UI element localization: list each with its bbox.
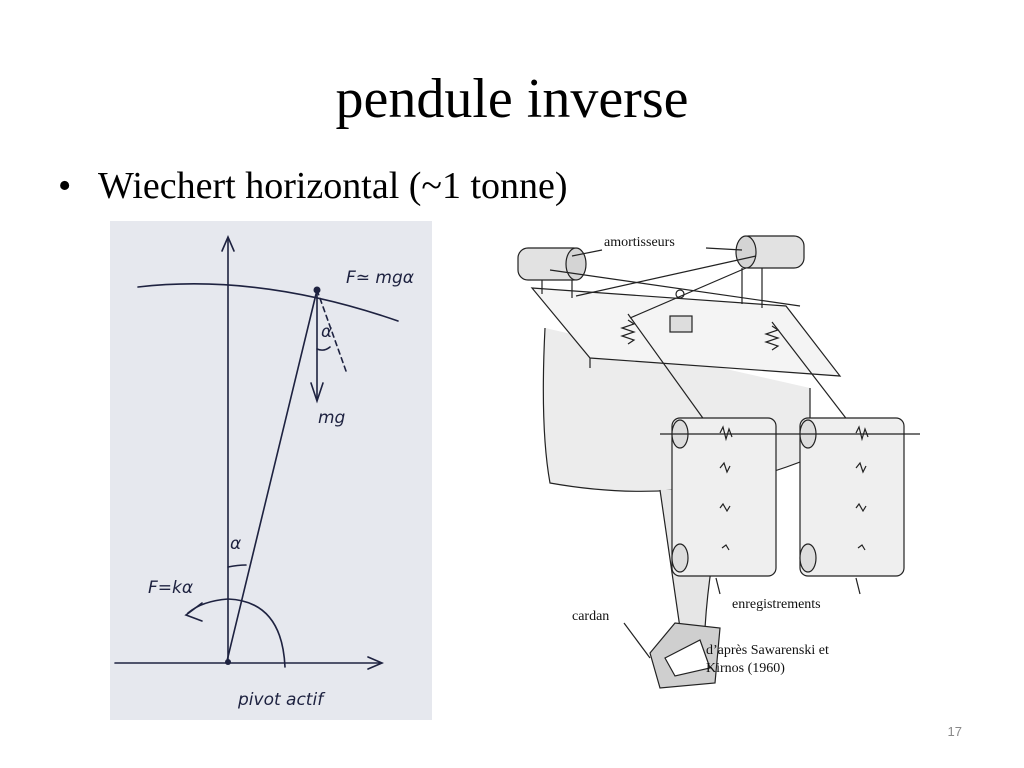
recordings-arrow bbox=[715, 577, 721, 595]
seismic-trace bbox=[719, 425, 733, 551]
pivot-label: pivot actif bbox=[237, 690, 326, 710]
gimbal-inner bbox=[664, 639, 711, 677]
weight-arrowhead bbox=[310, 382, 324, 404]
dampers-arrow bbox=[571, 249, 603, 257]
weight-label: mg bbox=[318, 408, 346, 428]
bullet-text: Wiechert horizontal (~1 tonne) bbox=[98, 165, 568, 207]
lever bbox=[627, 313, 711, 429]
seismograph-drawing: amortisseurs enregistrements cardan d’ap… bbox=[517, 235, 920, 689]
gimbal-label: cardan bbox=[572, 609, 609, 624]
spring-right bbox=[764, 325, 780, 351]
damper-left-end bbox=[565, 247, 587, 281]
lever bbox=[575, 255, 757, 297]
dampers-arrow bbox=[705, 247, 743, 251]
motion-arc bbox=[137, 283, 399, 322]
recording-drum-right bbox=[799, 417, 905, 577]
gimbal-arrow bbox=[623, 622, 651, 659]
horizontal-axis-arrowhead bbox=[367, 656, 385, 670]
pendulum-sketch-drawing: F≃ mgα α mg α F=kα pivot actif bbox=[114, 234, 414, 710]
credit-line-1: d’après Sawarenski et bbox=[706, 643, 829, 658]
vertical-axis-arrowhead bbox=[221, 234, 235, 252]
seismograph-illustration: amortisseurs enregistrements cardan d’ap… bbox=[510, 228, 920, 698]
lever bbox=[629, 267, 747, 319]
recordings-arrow bbox=[855, 577, 861, 595]
pivot-point bbox=[225, 659, 231, 665]
restoring-force-label: F=kα bbox=[148, 578, 193, 598]
dampers-label: amortisseurs bbox=[604, 235, 675, 250]
drum-left-bottom bbox=[671, 543, 689, 573]
angle-top-label: α bbox=[321, 322, 332, 342]
recordings-label: enregistrements bbox=[732, 597, 821, 612]
pendulum-mass bbox=[313, 286, 321, 294]
bullet-item: • Wiechert horizontal (~1 tonne) bbox=[58, 160, 568, 212]
lever bbox=[549, 269, 801, 307]
lever bbox=[771, 321, 856, 431]
restoring-torque-arrowhead bbox=[184, 602, 203, 622]
spring-left bbox=[620, 319, 636, 345]
restoring-torque-arc bbox=[187, 598, 286, 668]
pendulum-sketch: F≃ mgα α mg α F=kα pivot actif bbox=[110, 221, 432, 720]
pendulum-rod bbox=[226, 289, 318, 662]
slide-title: pendule inverse bbox=[335, 68, 689, 130]
tangent-line bbox=[316, 289, 347, 372]
seismic-trace bbox=[855, 425, 869, 551]
damper-right-end bbox=[735, 235, 757, 269]
top-angle-arc bbox=[316, 346, 331, 351]
force-top-label: F≃ mgα bbox=[346, 268, 414, 288]
recording-drum-left bbox=[671, 417, 777, 577]
central-post bbox=[669, 315, 693, 333]
bottom-angle-arc bbox=[227, 564, 247, 568]
drum-right-bottom bbox=[799, 543, 817, 573]
credit-line-2: Kirnos (1960) bbox=[706, 661, 785, 676]
angle-bottom-label: α bbox=[230, 534, 241, 554]
bullet-marker: • bbox=[58, 165, 72, 207]
slide-number: 17 bbox=[947, 724, 962, 739]
